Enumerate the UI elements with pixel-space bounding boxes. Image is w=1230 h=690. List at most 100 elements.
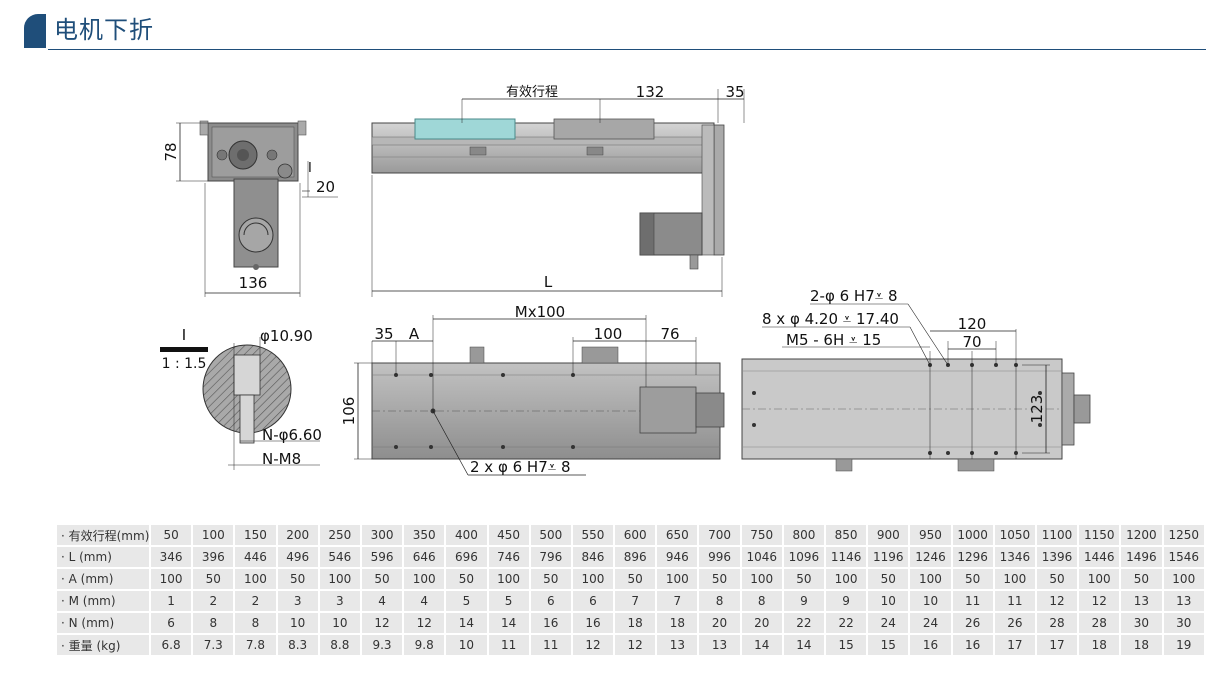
- table-cell: 600: [615, 525, 656, 545]
- row-header: · A (mm): [57, 569, 149, 589]
- row-header: · M (mm): [57, 591, 149, 611]
- table-cell: 100: [910, 569, 951, 589]
- table-cell: 1200: [1121, 525, 1162, 545]
- table-cell: 150: [235, 525, 276, 545]
- table-cell: 996: [699, 547, 740, 567]
- table-cell: 9: [826, 591, 867, 611]
- table-cell: 1250: [1163, 525, 1204, 545]
- table-cell: 12: [1079, 591, 1120, 611]
- table-cell: 13: [657, 635, 698, 655]
- table-cell: 16: [530, 613, 571, 633]
- dim-dia1090: φ10.90: [260, 327, 313, 345]
- table-cell: 100: [657, 569, 698, 589]
- table-cell: 13: [1163, 591, 1204, 611]
- table-cell: 896: [615, 547, 656, 567]
- table-cell: 50: [1036, 569, 1078, 589]
- table-cell: 10: [910, 591, 951, 611]
- table-cell: 1046: [741, 547, 782, 567]
- detail-title: I: [182, 326, 186, 344]
- table-cell: 12: [404, 613, 445, 633]
- table-cell: 50: [952, 569, 993, 589]
- table-cell: 7.8: [235, 635, 276, 655]
- table-cell: 100: [1163, 569, 1204, 589]
- table-cell: 100: [1079, 569, 1120, 589]
- table-cell: 1000: [952, 525, 993, 545]
- table-cell: 12: [1036, 591, 1078, 611]
- dim-mx100: Mx100: [515, 303, 565, 321]
- table-cell: 900: [868, 525, 909, 545]
- table-cell: 18: [1121, 635, 1162, 655]
- table-cell: 1496: [1121, 547, 1162, 567]
- dim-123: 123: [1028, 395, 1046, 424]
- table-cell: 550: [572, 525, 614, 545]
- row-header: · 重量 (kg): [57, 635, 149, 655]
- table-cell: 50: [1121, 569, 1162, 589]
- table-cell: 7: [615, 591, 656, 611]
- table-cell: 100: [235, 569, 276, 589]
- table-cell: 18: [1079, 635, 1120, 655]
- dim-70: 70: [962, 333, 981, 351]
- table-cell: 13: [699, 635, 740, 655]
- table-cell: 450: [488, 525, 529, 545]
- table-cell: 1546: [1163, 547, 1204, 567]
- table-cell: 18: [615, 613, 656, 633]
- table-cell: 16: [572, 613, 614, 633]
- table-cell: 50: [361, 569, 403, 589]
- table-cell: 5: [446, 591, 487, 611]
- table-cell: 6: [151, 613, 192, 633]
- table-cell: 8: [193, 613, 234, 633]
- table-cell: 100: [193, 525, 234, 545]
- side-view: 有效行程 132 35 L: [371, 83, 745, 297]
- table-cell: 26: [952, 613, 993, 633]
- table-cell: 396: [193, 547, 234, 567]
- end-view: 78 20 I 136: [162, 120, 338, 297]
- table-cell: 446: [235, 547, 276, 567]
- table-cell: 350: [404, 525, 445, 545]
- table-cell: 15: [826, 635, 867, 655]
- dim-100: 100: [594, 325, 623, 343]
- table-cell: 9: [783, 591, 824, 611]
- table-cell: 12: [572, 635, 614, 655]
- table-cell: 1446: [1079, 547, 1120, 567]
- section-header: 电机下折: [24, 12, 1206, 50]
- table-cell: 8: [699, 591, 740, 611]
- table-cell: 1100: [1036, 525, 1078, 545]
- dim-ndia: N-φ6.60: [262, 426, 322, 444]
- table-cell: 100: [319, 569, 360, 589]
- table-cell: 746: [488, 547, 529, 567]
- table-cell: 1096: [783, 547, 824, 567]
- table-cell: 100: [404, 569, 445, 589]
- detail-scale: 1 : 1.5: [162, 356, 207, 372]
- table-cell: 12: [361, 613, 403, 633]
- table-cell: 30: [1163, 613, 1204, 633]
- table-cell: 8.3: [277, 635, 318, 655]
- table-cell: 11: [530, 635, 571, 655]
- table-cell: 50: [783, 569, 824, 589]
- table-cell: 14: [488, 613, 529, 633]
- table-cell: 1246: [910, 547, 951, 567]
- callout-m5: M5 - 6H ⩡ 15: [786, 331, 881, 349]
- table-cell: 17: [1036, 635, 1078, 655]
- table-cell: 1150: [1079, 525, 1120, 545]
- table-cell: 9.3: [361, 635, 403, 655]
- table-cell: 22: [783, 613, 824, 633]
- table-cell: 750: [741, 525, 782, 545]
- callout-hole2: 2-φ 6 H7⩡ 8: [810, 287, 898, 305]
- table-cell: 1196: [868, 547, 909, 567]
- table-cell: 12: [615, 635, 656, 655]
- row-header: · L (mm): [57, 547, 149, 567]
- header-accent-tab: [24, 14, 46, 48]
- table-cell: 28: [1036, 613, 1078, 633]
- table-cell: 24: [910, 613, 951, 633]
- table-cell: 500: [530, 525, 571, 545]
- table-cell: 696: [446, 547, 487, 567]
- table-cell: 700: [699, 525, 740, 545]
- table-cell: 10: [277, 613, 318, 633]
- table-cell: 50: [277, 569, 318, 589]
- table-cell: 496: [277, 547, 318, 567]
- table-cell: 6: [530, 591, 571, 611]
